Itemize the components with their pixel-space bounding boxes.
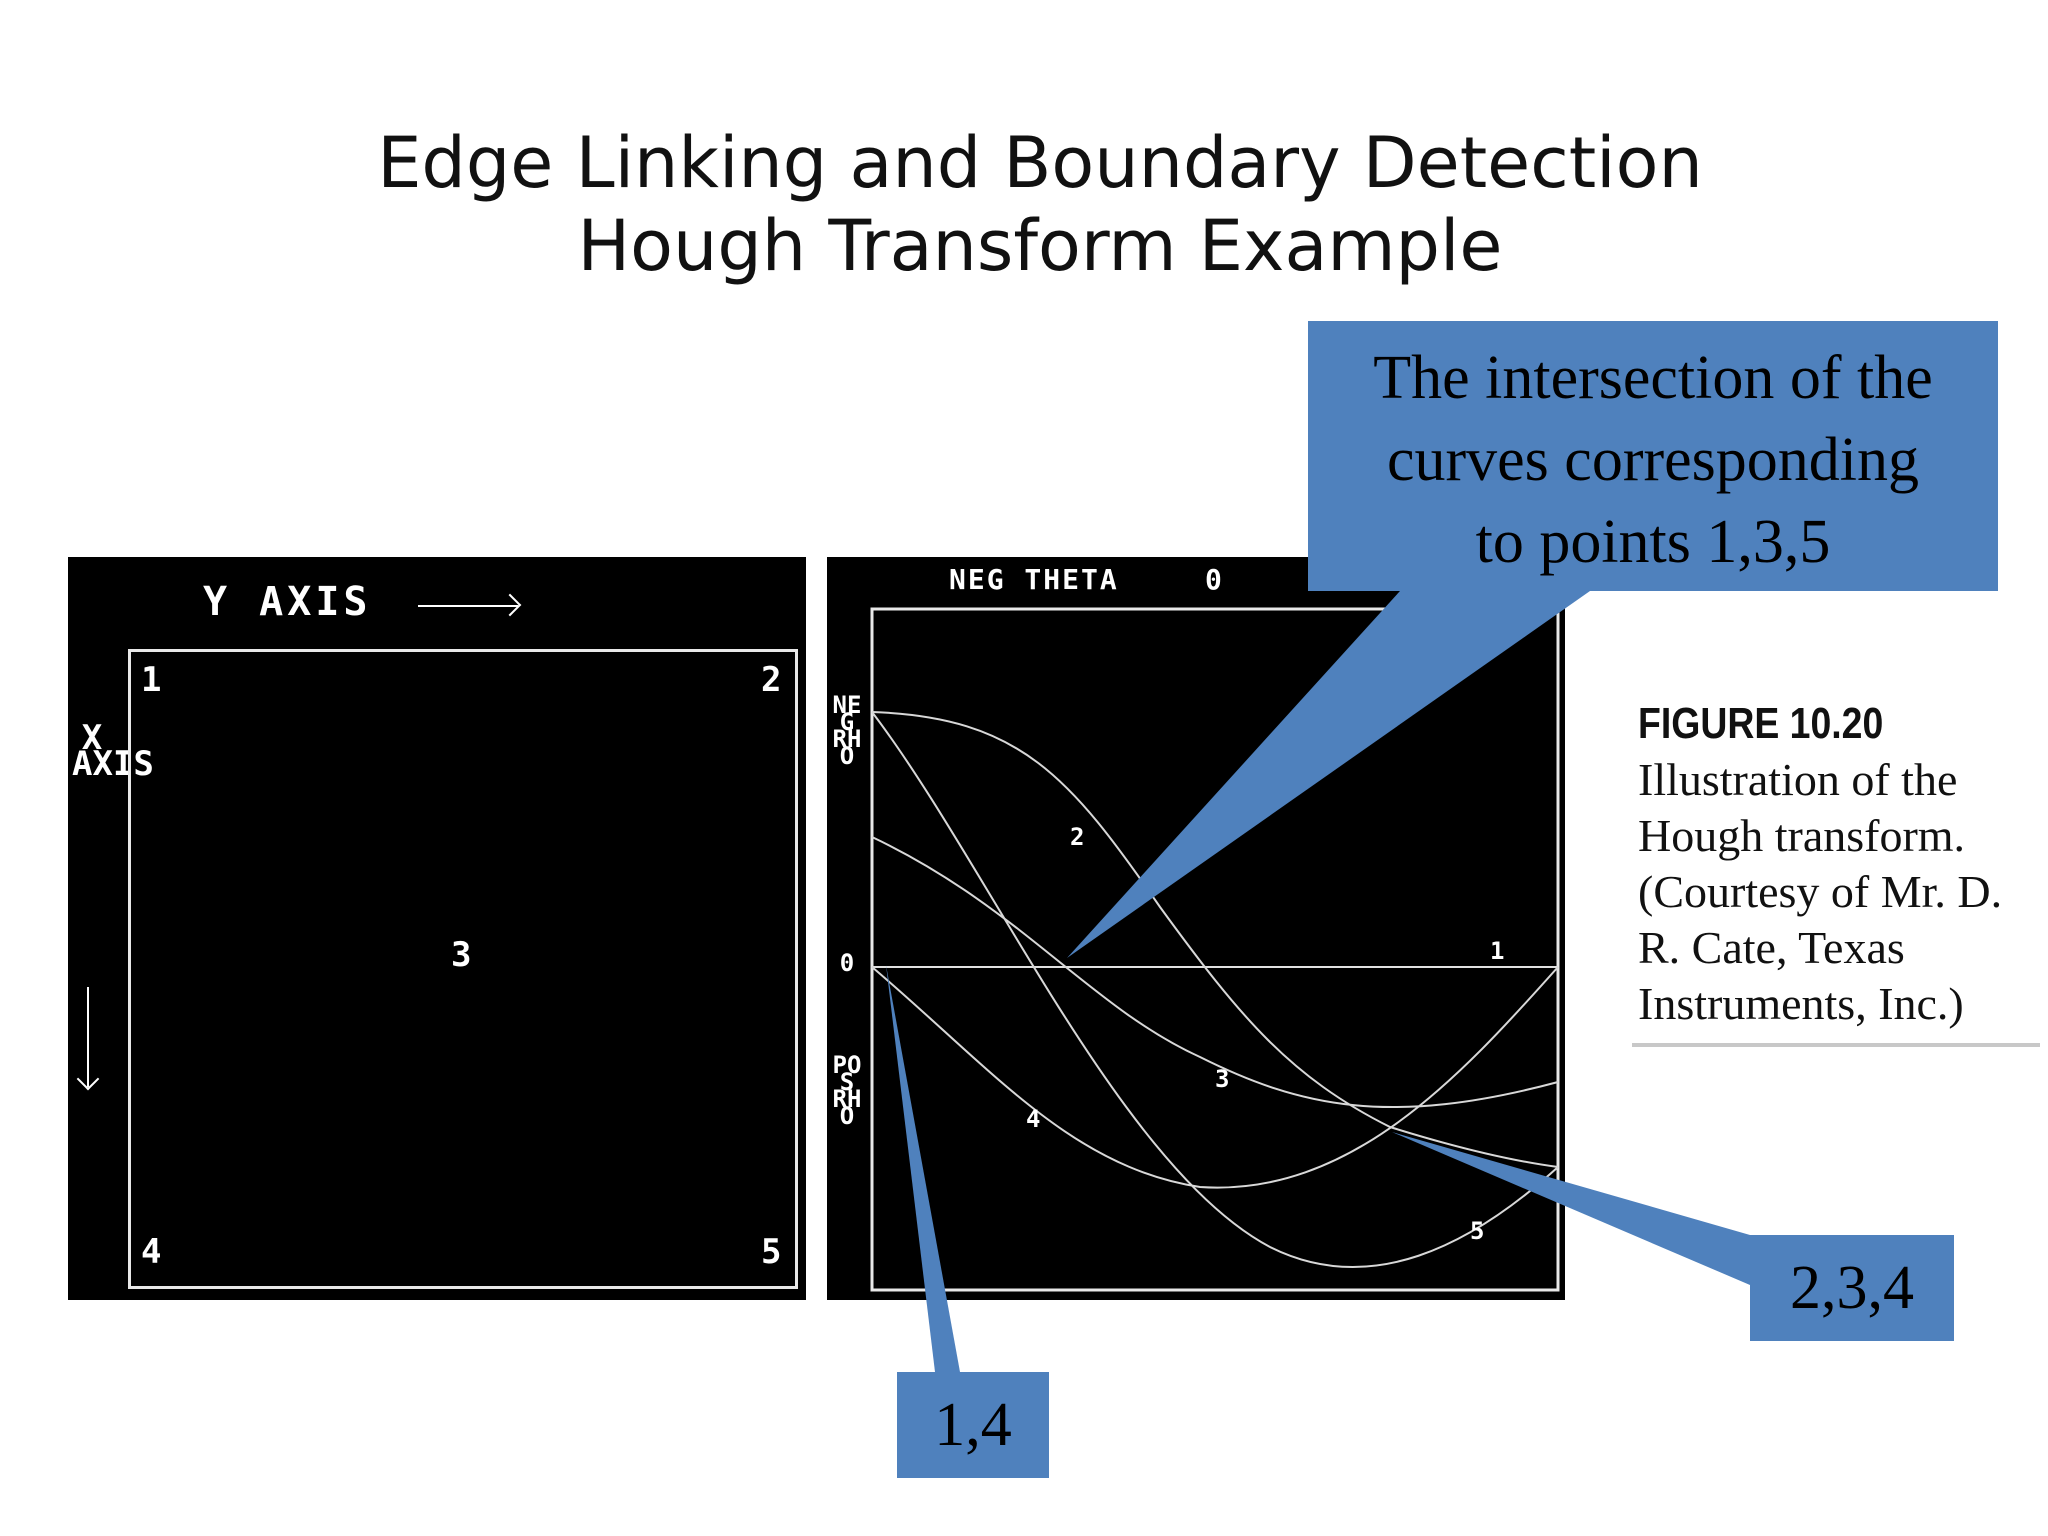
theta-zero-label: 0 xyxy=(1205,563,1222,596)
point-4-label: 4 xyxy=(141,1232,162,1272)
hough-space-panel: NEG THETA 0 NEG RHO 0 POS RHO 1 2 3 4 5 xyxy=(827,557,1565,1300)
point-2-label: 2 xyxy=(761,660,782,700)
curve-2 xyxy=(871,711,1559,1168)
xy-frame: 1 2 3 4 5 xyxy=(128,649,798,1289)
curve-3 xyxy=(871,836,1559,1109)
rho-zero-label: 0 xyxy=(839,949,855,977)
figure-caption-text: Illustration of the Hough transform. (Co… xyxy=(1638,754,2003,1029)
y-axis-arrow-icon xyxy=(418,605,518,607)
curve-1-label: 1 xyxy=(1490,937,1504,965)
curve-5 xyxy=(871,711,1559,1268)
callout-intersection-234: 2,3,4 xyxy=(1750,1235,1954,1341)
neg-rho-label: NEG RHO xyxy=(832,691,862,770)
y-axis-label: Y AXIS xyxy=(203,579,372,625)
callout-main-line-2: curves corresponding xyxy=(1387,426,1919,494)
curve-2-label: 2 xyxy=(1070,823,1084,851)
xy-image-panel: Y AXIS X AXIS 1 2 3 4 5 xyxy=(68,557,806,1300)
curve-3-label: 3 xyxy=(1215,1065,1229,1093)
figure-caption-rule xyxy=(1632,1043,2040,1047)
callout-intersection-14: 1,4 xyxy=(897,1372,1049,1478)
point-5-label: 5 xyxy=(761,1232,782,1272)
curve-4 xyxy=(871,966,1559,1189)
pos-rho-label: POS RHO xyxy=(832,1051,862,1130)
point-1-label: 1 xyxy=(141,660,162,700)
title-line-1: Edge Linking and Boundary Detection xyxy=(377,122,1703,204)
hough-curves-plot: 1 2 3 4 5 xyxy=(870,607,1560,1292)
figure-number: FIGURE 10.20 xyxy=(1638,699,1884,748)
curve-5-label: 5 xyxy=(1470,1217,1484,1245)
callout-intersection-135: The intersection of the curves correspon… xyxy=(1308,321,1998,591)
callout-main-line-3: to points 1,3,5 xyxy=(1475,508,1831,576)
title-line-2: Hough Transform Example xyxy=(577,205,1503,287)
x-axis-label: X AXIS xyxy=(72,718,154,784)
x-axis-arrow-icon xyxy=(87,987,89,1087)
point-3-label: 3 xyxy=(451,935,472,975)
slide-title: Edge Linking and Boundary Detection Houg… xyxy=(0,122,2048,288)
neg-theta-label: NEG THETA xyxy=(949,563,1119,596)
figure-caption: FIGURE 10.20 Illustration of the Hough t… xyxy=(1638,696,2048,1032)
curve-4-label: 4 xyxy=(1026,1105,1040,1133)
callout-main-line-1: The intersection of the xyxy=(1373,344,1933,412)
